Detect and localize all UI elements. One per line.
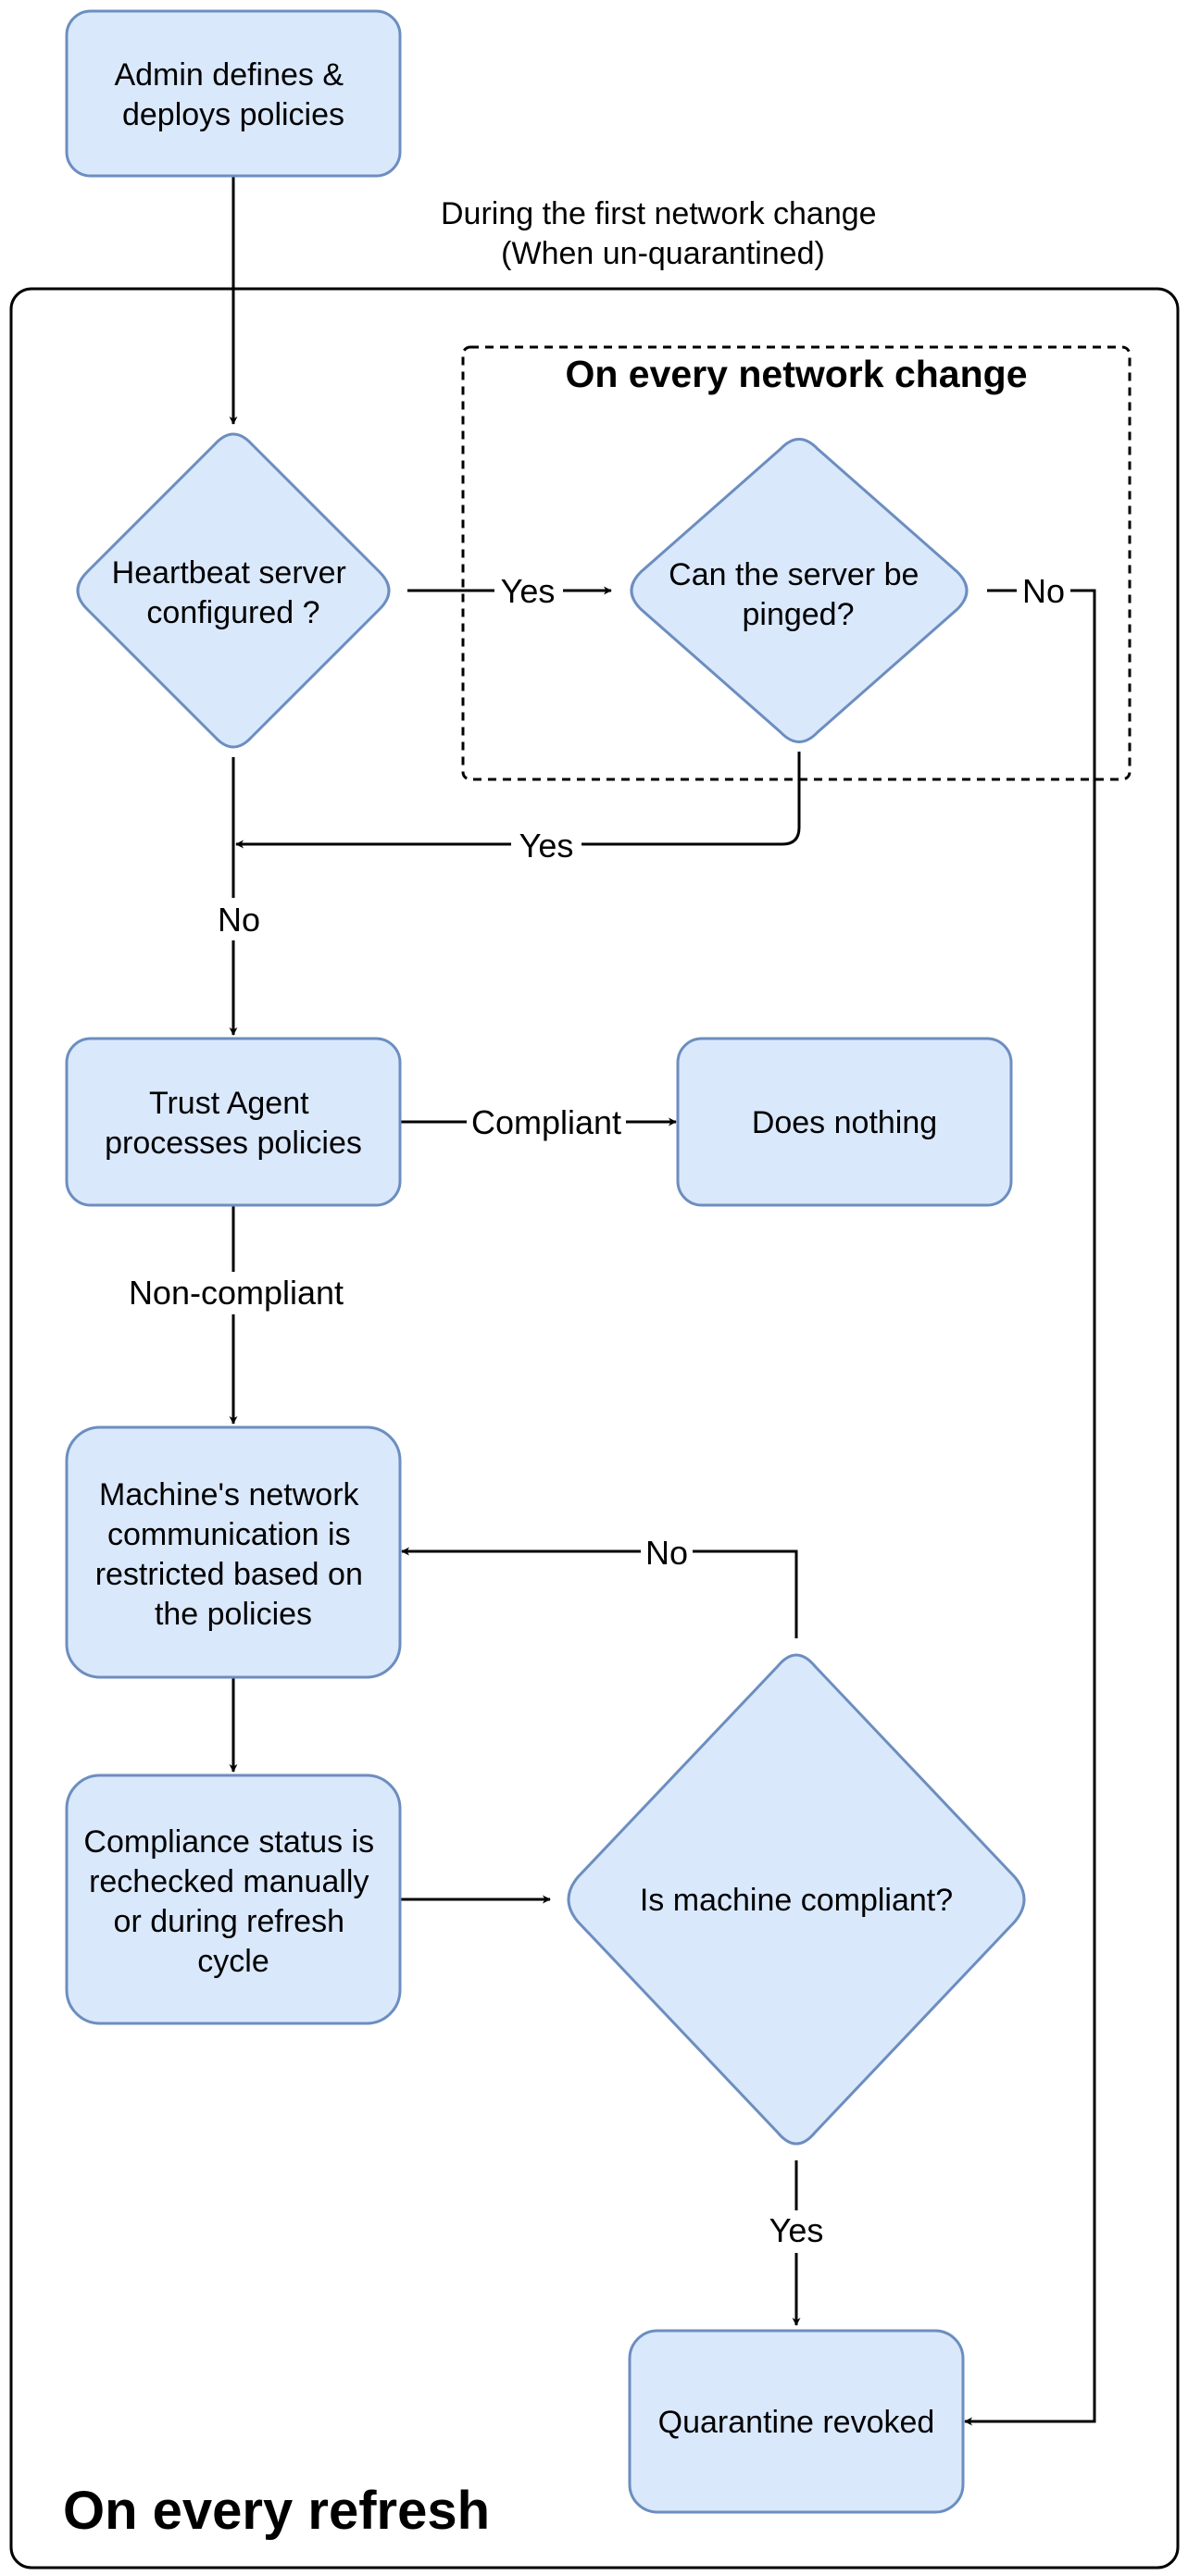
refresh-title: On every refresh (63, 2481, 490, 2541)
recheck-line-2: rechecked manually (89, 1864, 369, 1899)
first-change-caption: During the first network change (When un… (441, 196, 885, 271)
refresh-container (9, 287, 1180, 2570)
ping-line-1: Can the server be (669, 557, 919, 592)
restricted-line-1: Machine's network (99, 1477, 360, 1512)
does-nothing-line-1: Does nothing (752, 1105, 937, 1140)
compliance-decision (567, 1653, 1026, 2146)
recheck-line-1: Compliance status is (83, 1824, 374, 1860)
first-change-line-1: During the first network change (441, 196, 877, 231)
edge-compliant-no-to-restricted (401, 1547, 798, 1638)
heartbeat-yes-label: Yes (501, 572, 556, 610)
network-change-title: On every network change (565, 353, 1027, 395)
restricted-text: Machine's network communication is restr… (95, 1477, 372, 1632)
restricted-line-4: the policies (155, 1597, 312, 1632)
trust-agent-node (65, 1037, 402, 1207)
revoked-line-1: Quarantine revoked (658, 2405, 935, 2440)
ping-decision (630, 438, 969, 743)
heartbeat-line-1: Heartbeat server (112, 555, 346, 591)
heartbeat-decision (76, 432, 391, 749)
first-change-line-2: (When un-quarantined) (501, 236, 825, 271)
recheck-node (65, 1773, 402, 2025)
ping-yes-label: Yes (519, 827, 574, 865)
revoked-text: Quarantine revoked (658, 2405, 935, 2440)
compliance-line-1: Is machine compliant? (640, 1883, 953, 1918)
compliant-no-label: No (645, 1534, 688, 1572)
admin-line-1: Admin defines & (114, 57, 344, 93)
recheck-text: Compliance status is rechecked manually … (83, 1824, 382, 1979)
admin-node (65, 9, 402, 178)
recheck-line-4: cycle (197, 1944, 269, 1979)
restricted-line-3: restricted based on (95, 1557, 363, 1592)
ping-text: Can the server be pinged? (669, 557, 928, 632)
trust-agent-line-2: processes policies (105, 1126, 362, 1161)
admin-line-2: deploys policies (122, 97, 344, 132)
edge-ping-yes-to-main (235, 752, 801, 849)
recheck-line-3: or during refresh (114, 1904, 344, 1939)
restricted-line-2: communication is (107, 1517, 351, 1552)
does-nothing-text: Does nothing (752, 1105, 937, 1140)
ping-line-2: pinged? (742, 597, 854, 632)
non-compliant-label: Non-compliant (129, 1274, 344, 1312)
compliant-yes-label: Yes (769, 2211, 824, 2249)
trust-agent-text: Trust Agent processes policies (105, 1086, 362, 1161)
compliance-text: Is machine compliant? (640, 1883, 953, 1918)
does-nothing-node (676, 1037, 1013, 1207)
trust-agent-line-1: Trust Agent (149, 1086, 309, 1121)
heartbeat-no-label: No (218, 901, 260, 939)
compliant-label: Compliant (471, 1103, 621, 1141)
admin-text: Admin defines & deploys policies (114, 57, 352, 132)
heartbeat-line-2: configured ? (146, 595, 319, 630)
network-change-container (461, 345, 1132, 781)
ping-no-label: No (1022, 572, 1065, 610)
revoked-node (628, 2329, 965, 2514)
heartbeat-text: Heartbeat server configured ? (112, 555, 356, 630)
edge-ping-no-to-revoked (964, 589, 1096, 2426)
restricted-node (65, 1425, 402, 1679)
